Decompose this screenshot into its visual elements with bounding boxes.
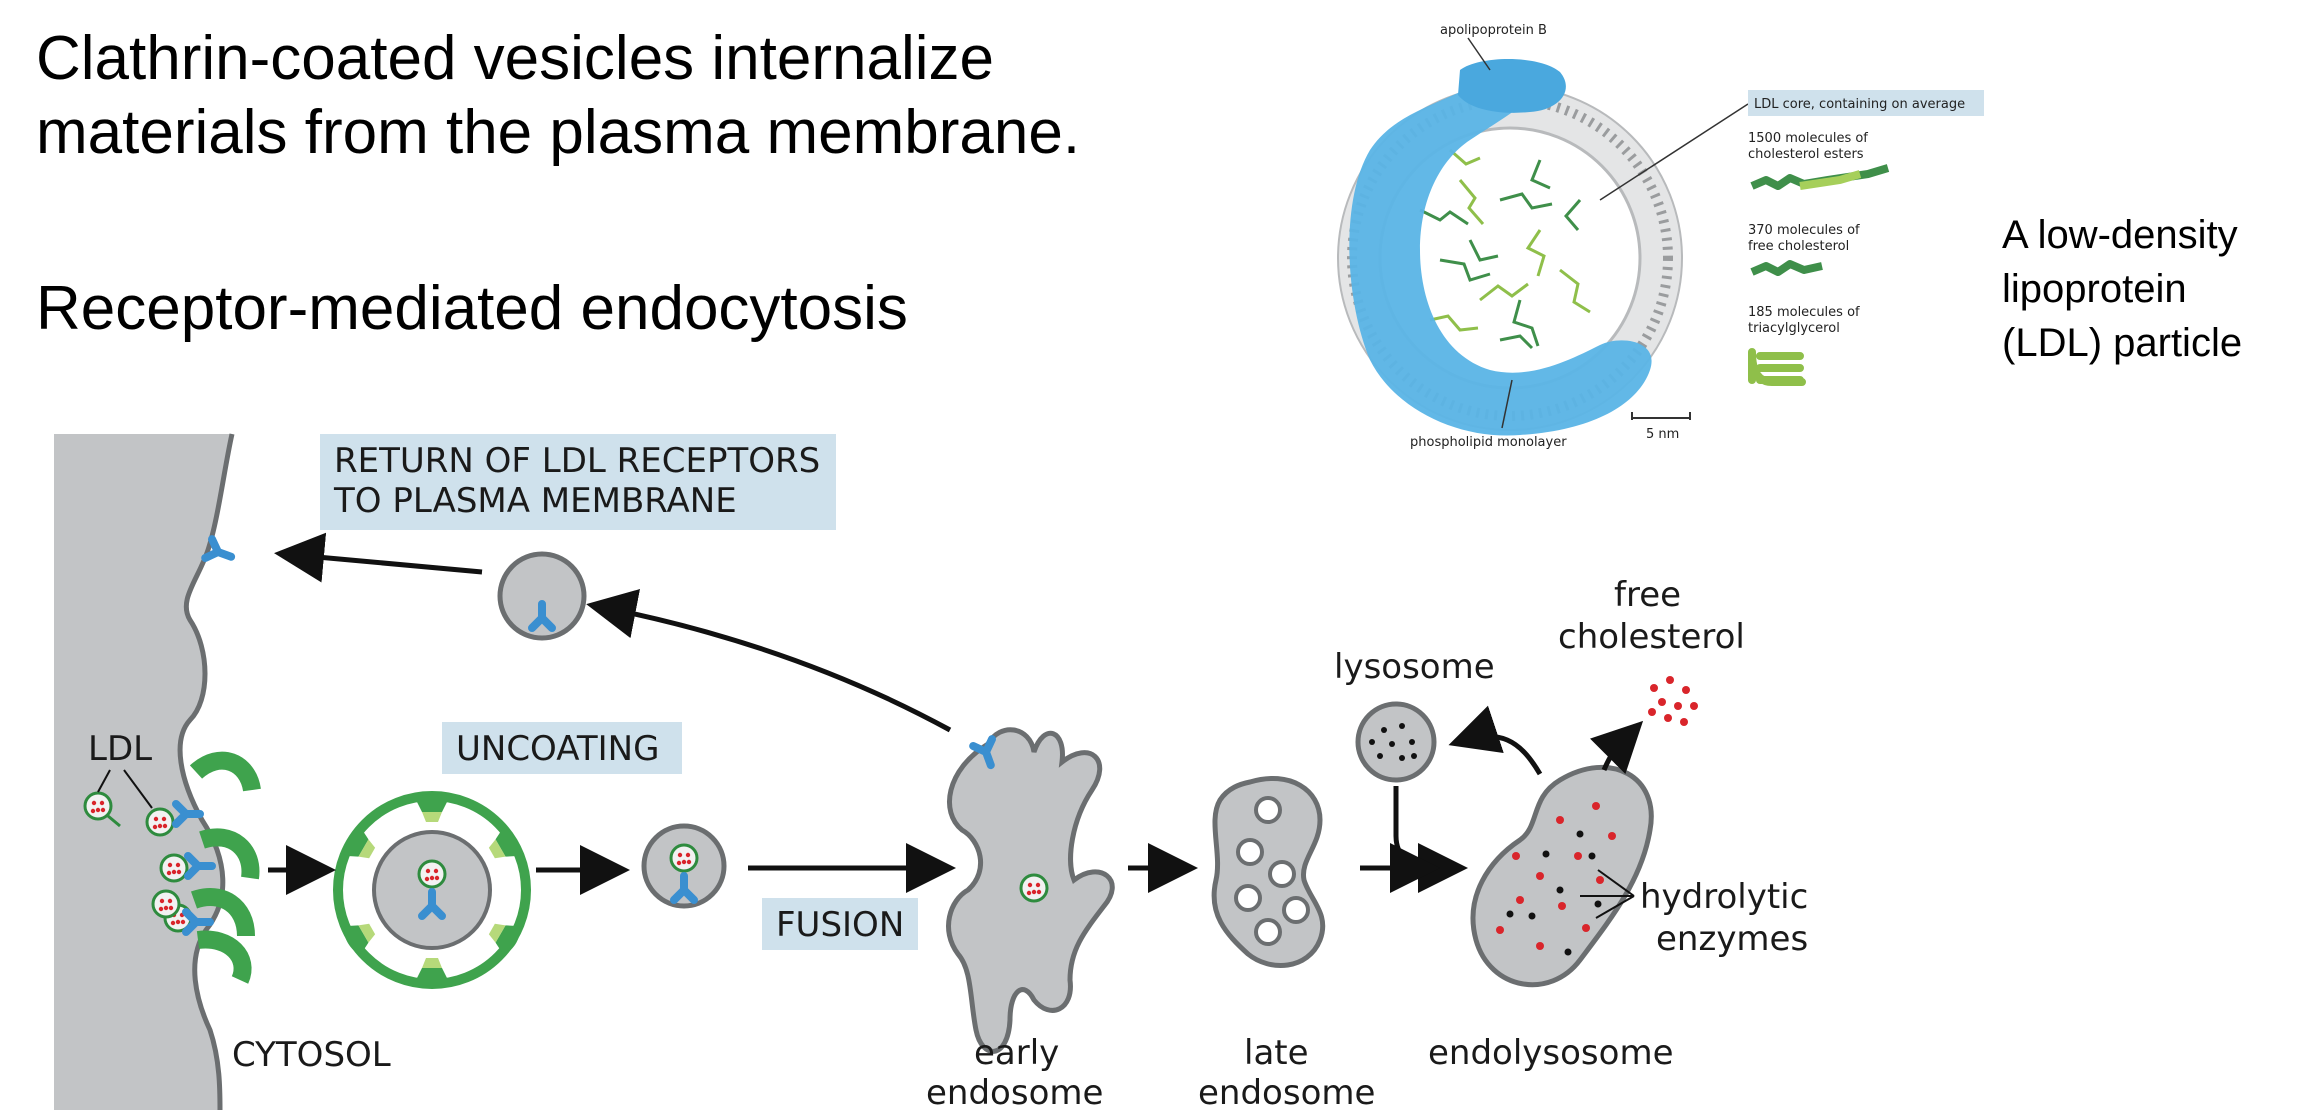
free-line-1: 370 molecules of	[1748, 223, 1860, 238]
title-line-1: Clathrin-coated vesicles internalize	[36, 24, 995, 93]
endolysosome-label: endolysosome	[1428, 1033, 1674, 1073]
triacylglycerol-icon	[1748, 348, 1806, 386]
early-endosome-label-1: early	[974, 1033, 1059, 1073]
apolipoprotein-b-shape	[1349, 82, 1652, 436]
enzyme-leader-1	[1597, 869, 1635, 897]
late-endosome-vesicles	[1234, 796, 1310, 946]
ldl-core-lipids	[1419, 148, 1591, 350]
late-endosome-label-2: endosome	[1198, 1073, 1375, 1110]
return-label-line-1: RETURN OF LDL RECEPTORS	[334, 441, 820, 481]
monolayer-label: phospholipid monolayer	[1410, 435, 1567, 450]
fusion-label-box	[762, 898, 918, 950]
returned-receptor-icon	[205, 539, 234, 566]
ldl-bound-2	[159, 853, 189, 883]
lysosome-enzymes	[1369, 723, 1417, 761]
scale-label: 5 nm	[1646, 427, 1679, 442]
apob-leader	[1467, 37, 1491, 71]
uncoating-label: UNCOATING	[456, 729, 659, 769]
pathway-arrows	[268, 532, 1644, 895]
free-cholesterol-label-1: free	[1614, 575, 1681, 615]
ldl-particle-free	[83, 791, 113, 821]
ldl-bound-4	[151, 889, 181, 919]
monolayer-leader	[1501, 379, 1513, 429]
return-label-box	[320, 434, 836, 530]
arrow-lysosome-merge	[1389, 786, 1440, 893]
ldl-bound-1	[145, 807, 175, 837]
tri-line-1: 185 molecules of	[1748, 305, 1860, 320]
coated-vesicle	[333, 791, 531, 989]
core-label: LDL core, containing on average	[1754, 97, 1965, 112]
endolysosome-cholesterol	[1496, 802, 1616, 950]
esters-line-1: 1500 molecules of	[1748, 131, 1868, 146]
free-cholesterol-dots	[1648, 676, 1698, 726]
hydrolytic-label-1: hydrolytic	[1640, 877, 1808, 917]
plasma-membrane-cell	[54, 434, 232, 1110]
ldl-leader-2	[123, 769, 153, 809]
arrow-to-membrane	[274, 532, 483, 583]
endolysosome-enzymes	[1506, 830, 1602, 956]
arrow-to-lysosome	[1448, 705, 1543, 776]
recycling-vesicle	[497, 551, 587, 641]
cytosol-label: CYTOSOL	[232, 1035, 391, 1075]
ldl-label: LDL	[88, 729, 152, 769]
apolipoprotein-label: apolipoprotein B	[1440, 23, 1547, 38]
ldl-caption-line-3: (LDL) particle	[2002, 321, 2243, 365]
uncoated-vesicle	[641, 823, 727, 909]
slide-title: Clathrin-coated vesicles internalize mat…	[36, 22, 1336, 170]
early-endosome-label-2: endosome	[926, 1073, 1103, 1110]
return-label-line-2: TO PLASMA MEMBRANE	[333, 481, 737, 521]
lysosome-label: lysosome	[1334, 647, 1495, 687]
free-cholesterol-label-2: cholesterol	[1558, 617, 1745, 657]
esters-line-2: cholesterol esters	[1748, 147, 1864, 162]
ldl-caption-line-2: lipoprotein	[2002, 267, 2187, 311]
cholesterol-ester-icon	[1750, 164, 1890, 190]
fusion-label: FUSION	[776, 905, 904, 945]
endolysosome-shape	[1470, 764, 1654, 988]
ester-tail-icon	[1799, 170, 1862, 190]
slide-subtitle: Receptor-mediated endocytosis	[36, 274, 908, 343]
endocytosis-pathway: RETURN OF LDL RECEPTORS TO PLASMA MEMBRA…	[54, 433, 1808, 1110]
uncoating-label-box	[442, 722, 682, 774]
apolipoprotein-b-cap	[1458, 58, 1566, 113]
arrow-to-free-cholesterol	[1590, 720, 1644, 774]
free-cholesterol-icon	[1750, 260, 1823, 276]
ldl-particle-caption: A low-density lipoprotein (LDL) particle	[2002, 208, 2242, 370]
arrow-to-recycling	[586, 589, 952, 733]
ldl-leader-1	[97, 769, 111, 793]
core-leader	[1599, 103, 1749, 201]
hydrolytic-label-2: enzymes	[1656, 919, 1808, 959]
coated-pits	[145, 751, 261, 984]
tri-line-2: triacylglycerol	[1748, 321, 1840, 336]
early-endosome-ldl	[1019, 873, 1049, 903]
enzyme-leader-3	[1595, 895, 1635, 919]
late-endosome-label-1: late	[1244, 1033, 1309, 1073]
ldl-particle-panel: apolipoprotein B LDL core, containing on…	[1337, 23, 1984, 450]
core-label-box	[1748, 90, 1984, 116]
title-line-2: materials from the plasma membrane.	[36, 98, 1081, 167]
lysosome-shape	[1355, 701, 1437, 783]
ldl-caption-line-1: A low-density	[2002, 213, 2238, 257]
free-line-2: free cholesterol	[1748, 239, 1849, 254]
